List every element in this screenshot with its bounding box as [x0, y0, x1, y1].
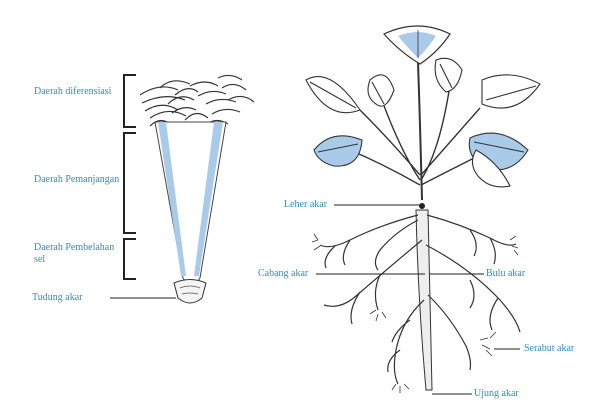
root-hair-tuft	[140, 75, 254, 126]
leaf	[482, 75, 540, 108]
label-cell-division-zone: Daerah Pembelahan sel	[34, 242, 124, 266]
label-elongation-zone: Daerah Pemanjangan	[34, 174, 124, 186]
label-fibrous-root: Serabut akar	[524, 343, 574, 355]
leaves	[306, 58, 540, 112]
label-taproot: Ujung akar	[474, 388, 519, 400]
bracket-cell-division	[124, 239, 136, 279]
bracket-elongation	[124, 133, 136, 233]
root-cap-shape	[174, 280, 206, 304]
label-differentiation-zone: Daerah diferensiasi	[34, 86, 124, 98]
root-collar-dot	[419, 203, 425, 209]
label-root-hair: Bulu akar	[486, 268, 525, 280]
label-branch-root: Cabang akar	[258, 268, 308, 280]
label-root-cap: Tudung akar	[32, 292, 82, 304]
bracket-differentiation	[124, 75, 136, 127]
leaf	[368, 75, 394, 106]
leaf	[435, 58, 462, 92]
zone-brackets	[124, 75, 136, 279]
label-root-neck: Leher akar	[284, 199, 327, 211]
